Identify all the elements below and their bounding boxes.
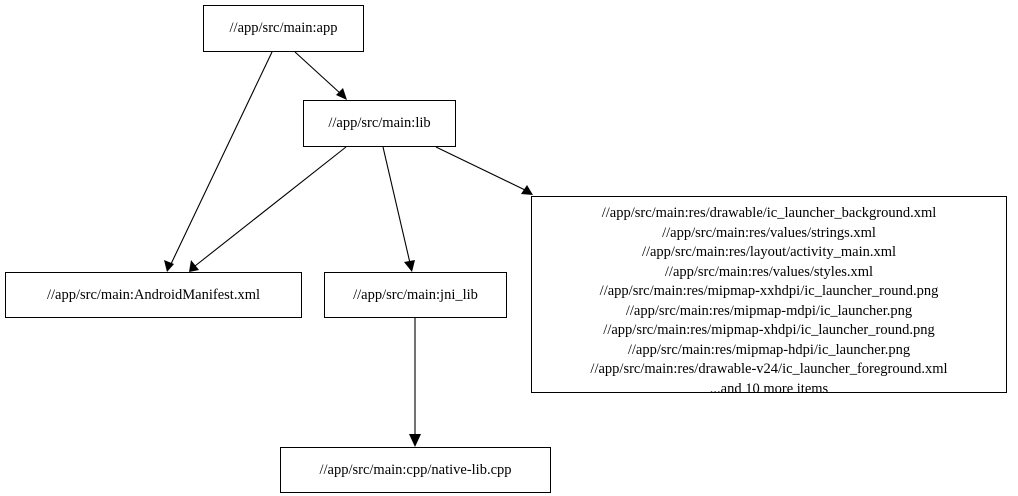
node-native-lib-cpp[interactable]: //app/src/main:cpp/native-lib.cpp: [280, 447, 551, 493]
node-lib-label: //app/src/main:lib: [328, 115, 431, 132]
edge-lib-to-jni-lib: [382, 146, 415, 272]
edge-app-to-lib-line: [294, 51, 342, 95]
node-native-lib-cpp-label: //app/src/main:cpp/native-lib.cpp: [319, 461, 512, 478]
node-jni-lib-label: //app/src/main:jni_lib: [353, 286, 478, 303]
node-app[interactable]: //app/src/main:app: [203, 5, 364, 52]
edge-jni-lib-to-native-lib-arrowhead: [409, 434, 421, 447]
resource-line: //app/src/main:res/values/strings.xml: [662, 224, 876, 241]
node-resources[interactable]: //app/src/main:res/drawable/ic_launcher_…: [531, 196, 1007, 397]
resource-line: //app/src/main:res/mipmap-hdpi/ic_launch…: [627, 341, 911, 358]
node-app-label: //app/src/main:app: [229, 20, 338, 37]
edge-jni-lib-to-native-lib: [409, 318, 421, 447]
edge-app-to-manifest-arrowhead: [164, 260, 174, 272]
edge-app-to-manifest: [164, 51, 273, 272]
edge-lib-to-manifest-arrowhead: [189, 260, 199, 272]
edge-lib-to-jni-lib-arrowhead: [404, 260, 415, 272]
edge-lib-to-manifest: [189, 146, 347, 272]
edge-lib-to-resources-arrowhead: [521, 185, 533, 195]
resource-overflow-label: ...and 10 more items: [709, 380, 829, 397]
edge-lib-to-resources: [435, 146, 533, 195]
resource-line: //app/src/main:res/values/styles.xml: [664, 263, 874, 280]
edge-lib-to-resources-line: [435, 146, 526, 191]
edge-app-to-manifest-line: [170, 51, 273, 265]
resource-line: //app/src/main:res/mipmap-mdpi/ic_launch…: [625, 302, 913, 319]
node-android-manifest-label: //app/src/main:AndroidManifest.xml: [46, 286, 261, 303]
resource-line: //app/src/main:res/drawable-v24/ic_launc…: [590, 361, 948, 377]
resource-line: //app/src/main:res/mipmap-xxhdpi/ic_laun…: [599, 283, 939, 299]
edge-app-to-lib-arrowhead: [336, 88, 347, 100]
edge-lib-to-jni-lib-line: [382, 146, 411, 264]
resource-line: //app/src/main:res/mipmap-xhdpi/ic_launc…: [603, 322, 935, 338]
node-android-manifest[interactable]: //app/src/main:AndroidManifest.xml: [5, 272, 302, 318]
resource-line: //app/src/main:res/drawable/ic_launcher_…: [601, 205, 937, 221]
node-jni-lib[interactable]: //app/src/main:jni_lib: [324, 272, 507, 318]
node-lib[interactable]: //app/src/main:lib: [303, 100, 456, 147]
resource-line: //app/src/main:res/layout/activity_main.…: [641, 244, 897, 260]
edge-lib-to-manifest-line: [194, 146, 347, 267]
edge-app-to-lib: [294, 51, 347, 100]
